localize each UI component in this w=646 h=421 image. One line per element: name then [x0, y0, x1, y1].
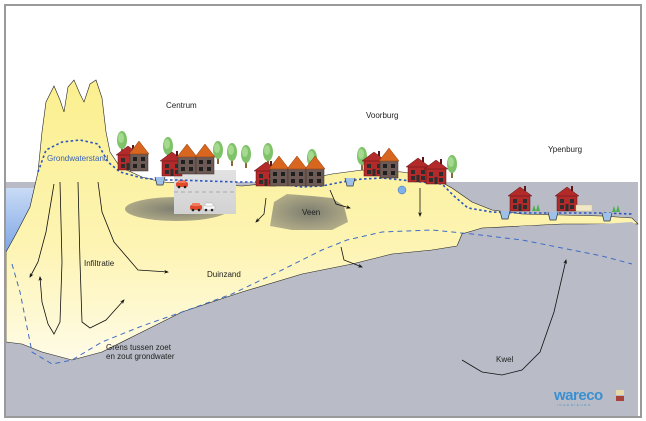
flow-arrow: [340, 246, 363, 268]
flow-arrow: [29, 183, 55, 278]
diagram-frame: Centrum Voorburg Ypenburg Grondwaterstan…: [4, 4, 642, 418]
label-peat: Veen: [302, 208, 320, 217]
flow-arrow: [77, 181, 125, 329]
tree-icon: [213, 141, 223, 164]
label-boundary-line1: Grens tussen zoet: [106, 343, 172, 352]
tree-icon: [241, 145, 251, 168]
label-boundary-line2: en zout grondwater: [106, 352, 175, 361]
shrub-icon: [612, 205, 620, 212]
house-icon: [176, 143, 198, 175]
label-centrum: Centrum: [166, 101, 197, 110]
label-ypenburg: Ypenburg: [548, 145, 582, 154]
shrub-icon: [532, 204, 540, 211]
logo-mark-bottom: [616, 396, 624, 401]
tree-icon: [447, 155, 457, 178]
ditch-icon: [344, 177, 356, 187]
tree-icon: [227, 143, 237, 166]
label-dune-sand: Duinzand: [207, 270, 241, 279]
fresh-salt-boundary-line: [11, 229, 633, 365]
clay-surface-right: [457, 222, 638, 262]
flow-arrow: [255, 197, 267, 223]
seepage-arrow: [461, 259, 568, 376]
label-groundwater-level: Grondwaterstand: [47, 154, 108, 163]
label-seepage: Kwel: [496, 355, 514, 364]
flow-arrow: [97, 181, 169, 274]
wareco-logo: wareco INGENIEURS: [553, 387, 624, 407]
house-icon: [268, 155, 290, 187]
label-infiltration: Infiltratie: [84, 259, 115, 268]
logo-text: wareco: [553, 387, 603, 404]
house-icon: [378, 147, 400, 179]
ditch-icon: [154, 176, 166, 186]
house-icon: [194, 143, 216, 175]
logo-subtitle: INGENIEURS: [557, 403, 592, 407]
ditch-icon: [601, 212, 613, 222]
flow-arrow: [38, 181, 63, 335]
ditch-icon: [547, 211, 559, 221]
peat-patch-veen: [270, 194, 348, 230]
groundwater-level-line: [37, 139, 633, 215]
house-icon: [286, 155, 308, 187]
logo-mark-top: [616, 390, 624, 395]
groundwater-diagram: Centrum Voorburg Ypenburg Grondwaterstan…: [6, 79, 639, 416]
house-icon: [423, 158, 449, 185]
flow-arrow: [329, 189, 351, 209]
well-icon: [397, 185, 407, 195]
car-icon: [202, 202, 216, 212]
fence: [575, 204, 593, 212]
ditch-icon: [499, 210, 511, 220]
label-voorburg: Voorburg: [366, 111, 398, 120]
